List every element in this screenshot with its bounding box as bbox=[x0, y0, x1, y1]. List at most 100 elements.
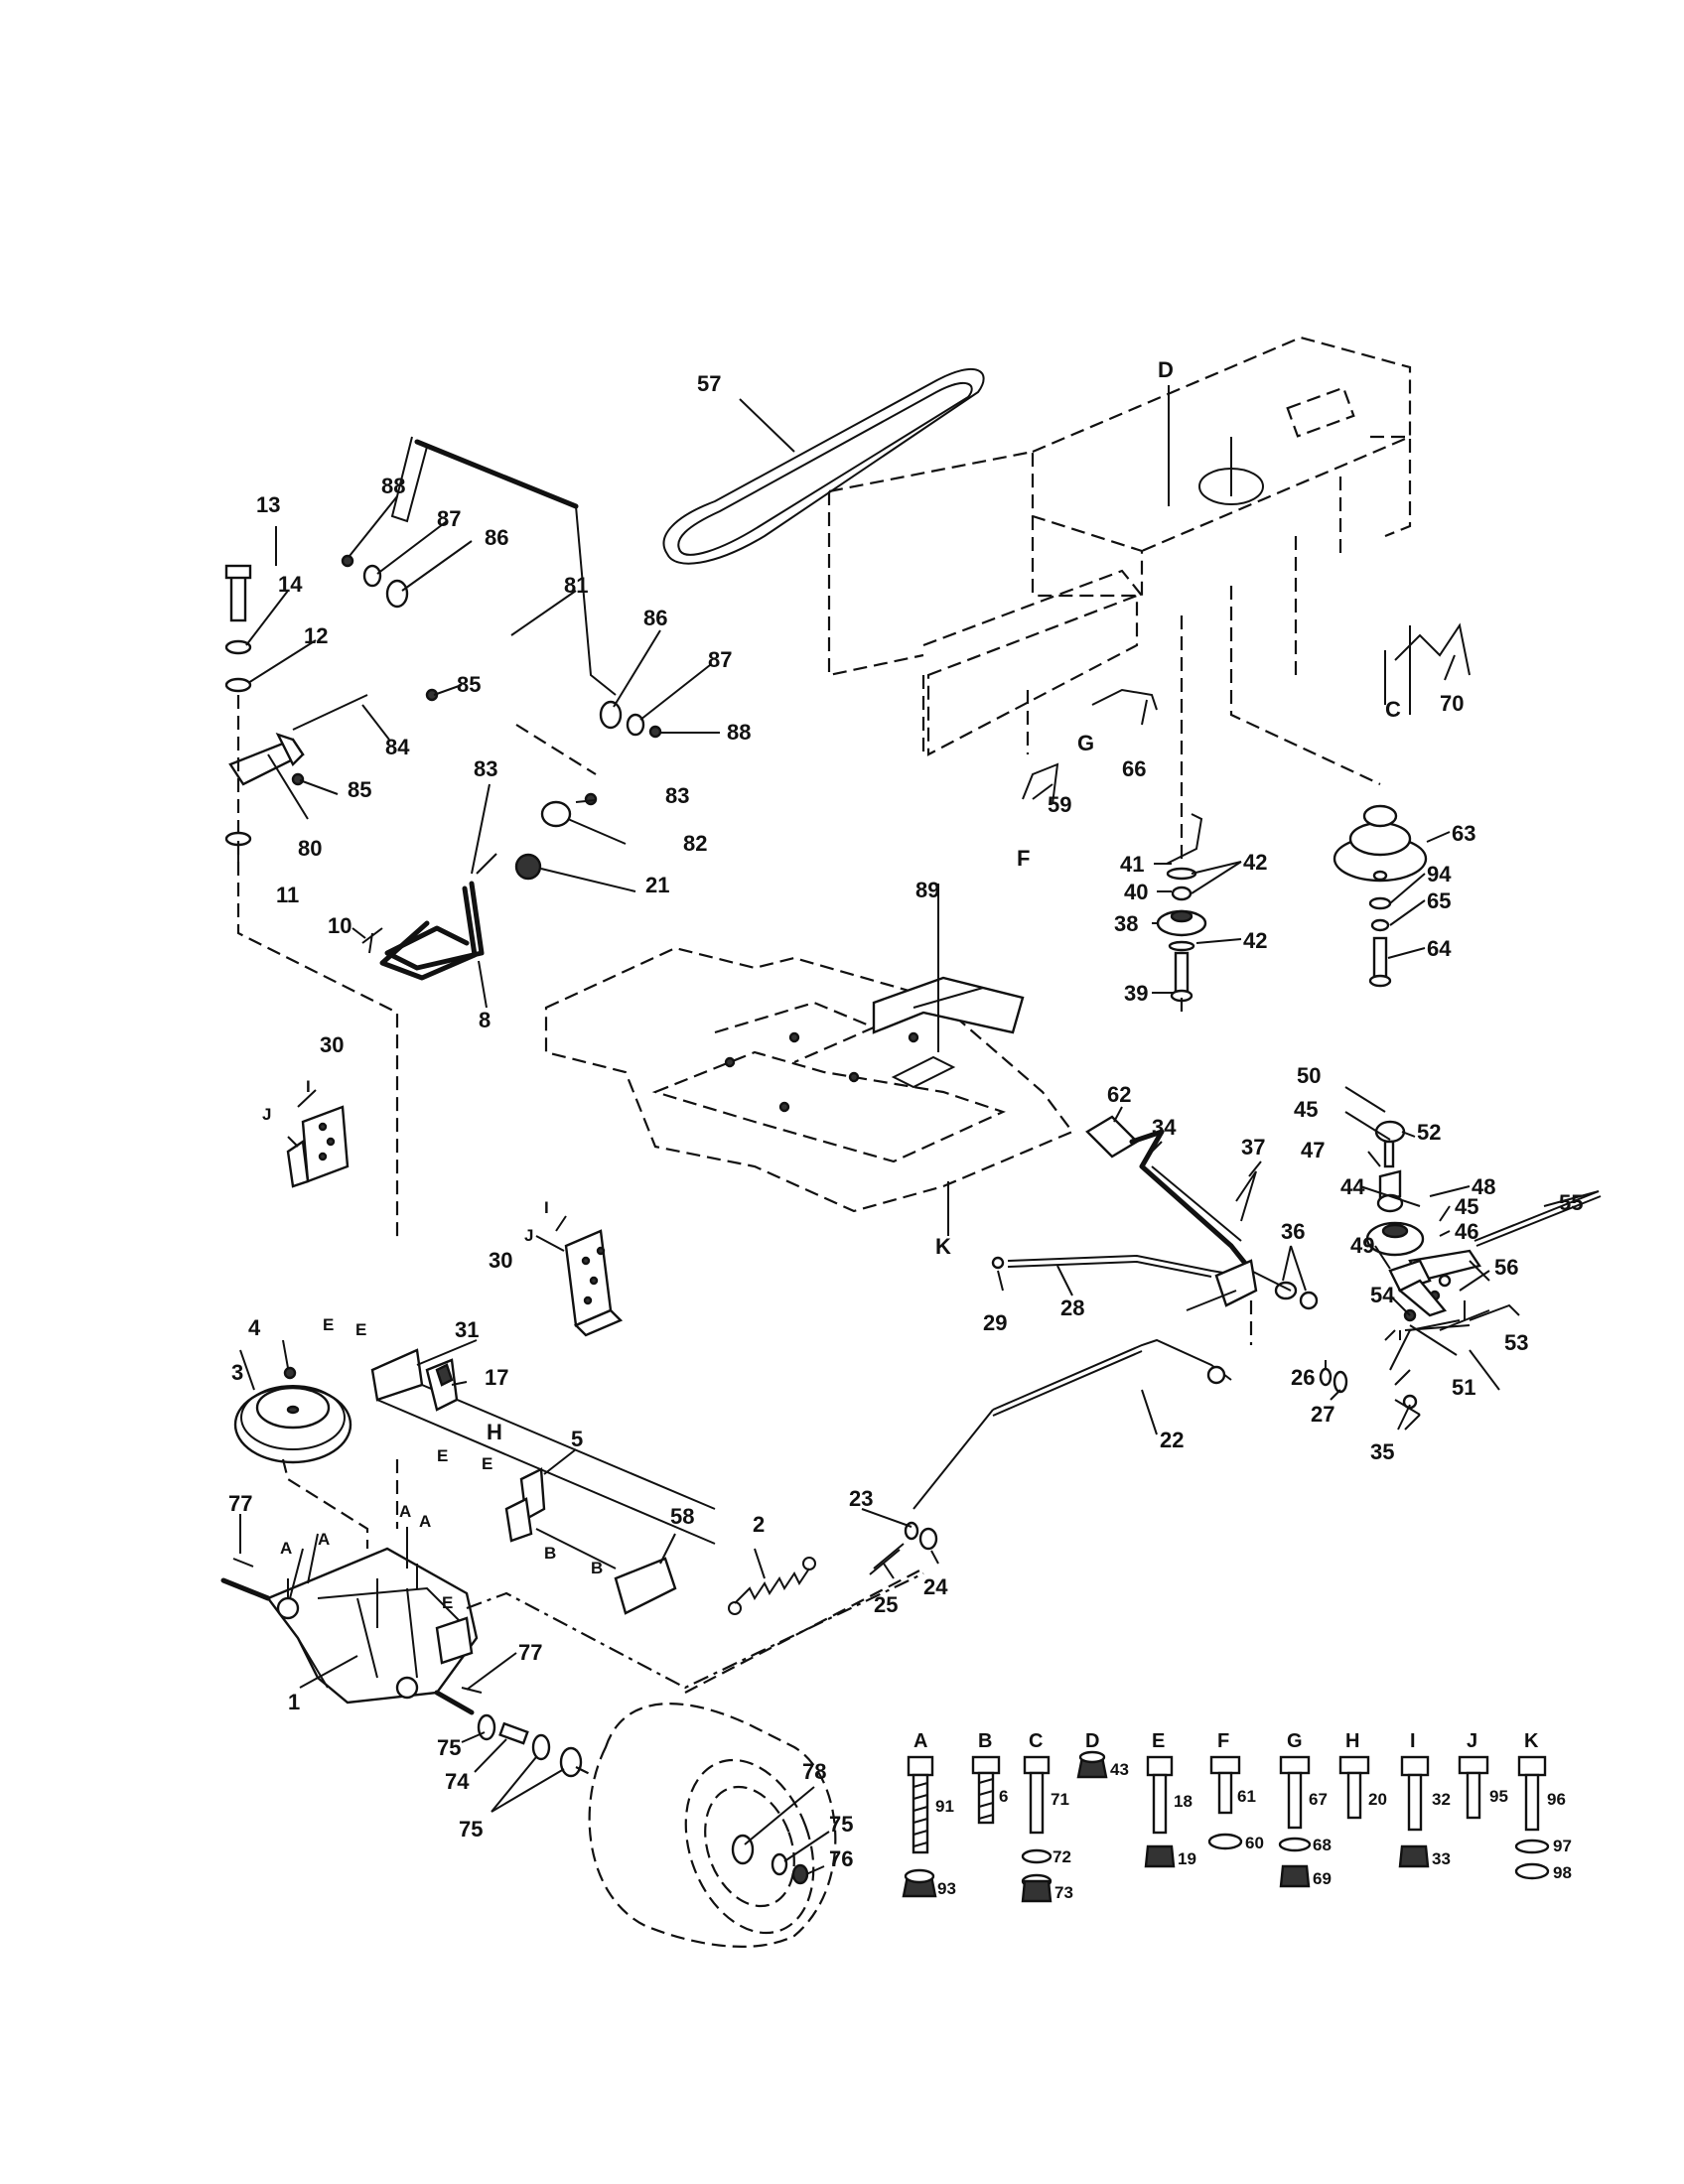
callout-87: 87 bbox=[437, 506, 461, 531]
key-letter-K: K bbox=[1524, 1730, 1539, 1752]
callout-55: 55 bbox=[1559, 1190, 1583, 1215]
callout-48: 48 bbox=[1472, 1174, 1495, 1199]
callout-23: 23 bbox=[849, 1486, 873, 1511]
callout-B2: B bbox=[591, 1559, 603, 1577]
bracket-30-lower bbox=[564, 1229, 624, 1337]
callout-A3: A bbox=[399, 1502, 411, 1521]
hardware-key-labels: A 91 93 B 6 C 71 72 73 D 43 E 18 19 F 61… bbox=[913, 1730, 1572, 1902]
callout-66: 66 bbox=[1122, 756, 1146, 781]
callout-40: 40 bbox=[1124, 880, 1148, 904]
callout-38: 38 bbox=[1114, 911, 1138, 936]
callout-10: 10 bbox=[328, 913, 351, 938]
callout-E1: E bbox=[323, 1315, 334, 1334]
key-letter-I: I bbox=[1410, 1730, 1416, 1752]
callout-24: 24 bbox=[923, 1574, 948, 1599]
callout-78: 78 bbox=[802, 1759, 826, 1784]
key-nut-98: 98 bbox=[1553, 1863, 1572, 1882]
callout-36: 36 bbox=[1281, 1219, 1305, 1244]
callout-84: 84 bbox=[385, 735, 410, 759]
callout-76: 76 bbox=[829, 1846, 853, 1871]
callout-30: 30 bbox=[320, 1032, 344, 1057]
key-letter-C: C bbox=[1029, 1730, 1043, 1752]
hardware-key bbox=[902, 1750, 1550, 1903]
callout-88b: 88 bbox=[727, 720, 751, 745]
callout-57: 57 bbox=[697, 371, 721, 396]
key-letter-F: F bbox=[1217, 1730, 1229, 1752]
callout-53: 53 bbox=[1504, 1330, 1528, 1355]
callout-83: 83 bbox=[474, 756, 497, 781]
callout-52: 52 bbox=[1417, 1120, 1441, 1145]
callout-I: I bbox=[306, 1077, 311, 1096]
callout-80: 80 bbox=[298, 836, 322, 861]
callout-B1: B bbox=[544, 1544, 556, 1563]
callout-74: 74 bbox=[445, 1769, 470, 1794]
callout-1: 1 bbox=[288, 1690, 300, 1714]
key-bolt-91: 91 bbox=[935, 1797, 954, 1816]
callout-75: 75 bbox=[437, 1735, 461, 1760]
callout-21: 21 bbox=[645, 873, 669, 897]
callout-E3: E bbox=[437, 1446, 448, 1465]
callout-26: 26 bbox=[1291, 1365, 1315, 1390]
key-letter-D: D bbox=[1085, 1730, 1099, 1752]
callout-34: 34 bbox=[1152, 1115, 1177, 1140]
key-nut-43: 43 bbox=[1110, 1760, 1129, 1779]
callout-2: 2 bbox=[753, 1512, 765, 1537]
callout-C: C bbox=[1385, 697, 1401, 722]
callout-85b: 85 bbox=[348, 777, 371, 802]
callout-12: 12 bbox=[304, 623, 328, 648]
key-letter-J: J bbox=[1467, 1730, 1477, 1752]
chassis-body bbox=[544, 923, 1074, 1236]
callout-45b: 45 bbox=[1455, 1194, 1478, 1219]
callout-Jb: J bbox=[524, 1226, 533, 1245]
callout-E5: E bbox=[442, 1593, 453, 1612]
belt-57 bbox=[662, 367, 985, 565]
key-bolt-95: 95 bbox=[1489, 1787, 1508, 1806]
callout-77b: 77 bbox=[518, 1640, 542, 1665]
bracket-30-upper bbox=[286, 1105, 350, 1188]
key-bolt-32: 32 bbox=[1432, 1790, 1451, 1809]
callout-G: G bbox=[1077, 731, 1094, 755]
callout-27: 27 bbox=[1311, 1402, 1334, 1427]
callout-Ib: I bbox=[544, 1198, 549, 1217]
callout-63: 63 bbox=[1452, 821, 1475, 846]
callout-88: 88 bbox=[381, 474, 405, 498]
callout-D: D bbox=[1158, 357, 1174, 382]
callout-83b: 83 bbox=[665, 783, 689, 808]
callout-75c: 75 bbox=[829, 1812, 853, 1837]
key-letter-B: B bbox=[978, 1730, 992, 1752]
callout-56: 56 bbox=[1494, 1255, 1518, 1280]
idler-assembly bbox=[1022, 536, 1471, 1013]
key-bolt-96: 96 bbox=[1547, 1790, 1566, 1809]
callout-22: 22 bbox=[1160, 1428, 1184, 1452]
key-washer-72: 72 bbox=[1052, 1847, 1071, 1866]
key-washer-68: 68 bbox=[1313, 1836, 1332, 1854]
callout-8: 8 bbox=[479, 1008, 491, 1032]
callout-H: H bbox=[487, 1420, 502, 1444]
rear-wheel bbox=[588, 1703, 837, 1949]
callout-E4: E bbox=[482, 1454, 492, 1473]
callout-87b: 87 bbox=[708, 647, 732, 672]
callout-A4: A bbox=[419, 1512, 431, 1531]
callout-64: 64 bbox=[1427, 936, 1452, 961]
callout-39: 39 bbox=[1124, 981, 1148, 1006]
callout-30b: 30 bbox=[489, 1248, 512, 1273]
frame-assembly bbox=[827, 336, 1412, 754]
callout-25: 25 bbox=[874, 1592, 898, 1617]
key-letter-G: G bbox=[1287, 1730, 1303, 1752]
callout-44: 44 bbox=[1340, 1174, 1365, 1199]
callout-81: 81 bbox=[564, 573, 588, 598]
key-bolt-67: 67 bbox=[1309, 1790, 1328, 1809]
frame-side-panels bbox=[926, 594, 1139, 756]
callout-3: 3 bbox=[231, 1360, 243, 1385]
callout-46: 46 bbox=[1455, 1219, 1478, 1244]
callout-41: 41 bbox=[1120, 852, 1144, 877]
callout-35: 35 bbox=[1370, 1439, 1394, 1464]
callout-86b: 86 bbox=[643, 606, 667, 630]
key-nut-73: 73 bbox=[1054, 1883, 1073, 1902]
callout-50: 50 bbox=[1297, 1063, 1321, 1088]
callout-75b: 75 bbox=[459, 1817, 483, 1842]
key-bolt-6: 6 bbox=[999, 1787, 1008, 1806]
callout-47: 47 bbox=[1301, 1138, 1325, 1162]
key-nut-33: 33 bbox=[1432, 1849, 1451, 1868]
leader-lines bbox=[237, 385, 1600, 1875]
